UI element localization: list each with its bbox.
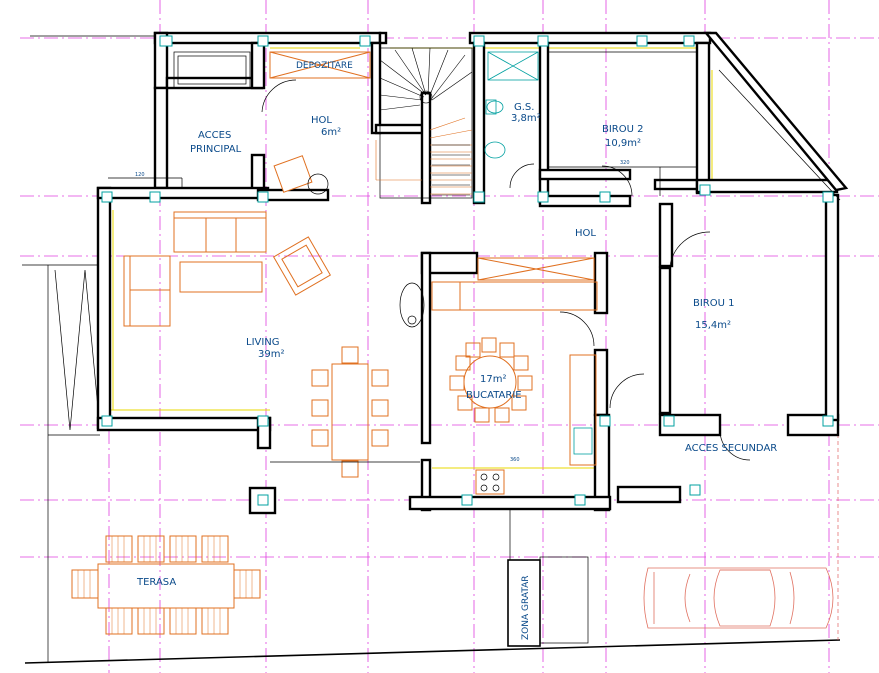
room-labels: DEPOZITARE HOL 6m² ACCES PRINCIPAL G.S. … [136, 61, 777, 640]
dimensions: 120 320 360 [135, 160, 630, 463]
label-living-area: 39m² [258, 349, 284, 360]
bathroom-fixtures [484, 51, 539, 189]
label-acces-principal-2: PRINCIPAL [190, 144, 242, 155]
dim-120: 120 [135, 172, 145, 178]
label-hol-entry-name: HOL [311, 115, 332, 126]
label-birou1-name: BIROU 1 [693, 298, 735, 309]
label-birou2-name: BIROU 2 [602, 124, 644, 135]
site-boundary [22, 35, 841, 664]
structural-columns [101, 35, 834, 506]
label-bucatarie-name: BUCATARIE [466, 390, 522, 401]
grill-zone [507, 556, 589, 647]
dim-320: 320 [620, 160, 630, 166]
office-details [548, 51, 751, 461]
kitchen-furniture [270, 257, 645, 495]
dining-table [311, 346, 389, 478]
label-living-name: LIVING [246, 337, 280, 348]
label-acces-principal-1: ACCES [198, 130, 231, 141]
label-birou1-area: 15,4m² [695, 320, 731, 331]
label-zona-gratar: ZONA GRATAR [521, 575, 531, 640]
terrace-furniture [71, 535, 261, 635]
living-furniture [123, 211, 425, 328]
axis-grid [20, 0, 879, 673]
label-gs-name: G.S. [514, 102, 534, 113]
label-hol: HOL [575, 228, 596, 239]
staircase [375, 47, 473, 199]
dim-360: 360 [510, 457, 520, 463]
label-birou2-area: 10,9m² [605, 138, 641, 149]
car-outline [643, 567, 834, 629]
label-terasa: TERASA [136, 577, 176, 588]
entry-furniture [108, 51, 371, 195]
label-depozitare: DEPOZITARE [296, 61, 353, 71]
label-acces-secundar: ACCES SECUNDAR [685, 443, 777, 454]
label-hol-entry-area: 6m² [321, 127, 341, 138]
label-gs-area: 3,8m² [511, 113, 541, 124]
label-bucatarie-area: 17m² [480, 374, 506, 385]
